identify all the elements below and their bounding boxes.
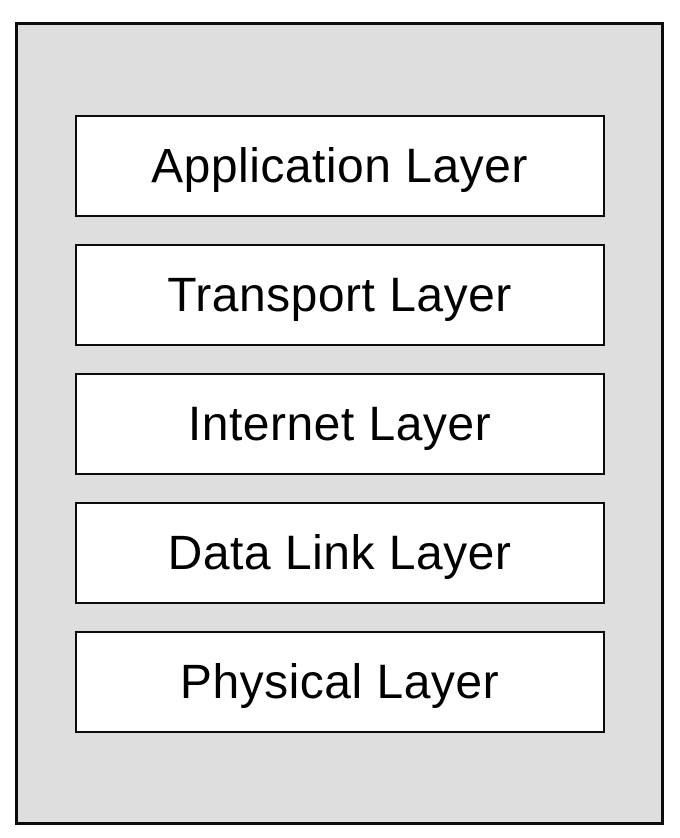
layer-box-physical: Physical Layer [74, 630, 605, 733]
layer-label-application: Application Layer [151, 139, 528, 193]
protocol-stack-frame: Application Layer Transport Layer Intern… [15, 22, 664, 825]
layer-box-transport: Transport Layer [74, 243, 605, 346]
layer-label-physical: Physical Layer [179, 655, 500, 709]
layer-box-application: Application Layer [74, 114, 605, 217]
layer-label-transport: Transport Layer [167, 268, 512, 322]
layer-label-internet: Internet Layer [187, 397, 492, 451]
layer-box-internet: Internet Layer [74, 372, 605, 475]
layer-label-data-link: Data Link Layer [167, 526, 512, 580]
layer-box-data-link: Data Link Layer [74, 501, 605, 604]
